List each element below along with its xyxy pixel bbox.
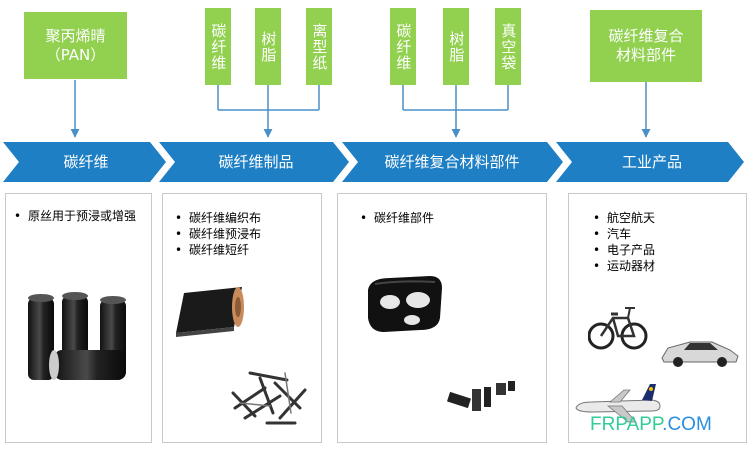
stage-label-4: 工业产品: [622, 153, 682, 171]
group1-carbon-fiber-box: 碳纤维: [205, 8, 231, 85]
watermark-part2: .COM: [662, 414, 712, 435]
list-item: 碳纤维编织布: [173, 210, 313, 226]
sports-car-image: [661, 341, 739, 367]
list-item: 航空航天: [591, 210, 731, 226]
carbon-fiber-spools-image: [28, 292, 126, 380]
stage-chevron-2: [159, 142, 349, 182]
list-item: 碳纤维短纤: [173, 242, 313, 258]
list-item: 原丝用于预浸或增强: [12, 208, 144, 224]
list-item: 碳纤维预浸布: [173, 226, 313, 242]
composite-part-box: 碳纤维复合 材料部件: [590, 10, 702, 82]
group2-resin-box: 树脂: [443, 8, 469, 85]
stage-chevron-3: [342, 142, 563, 182]
group1-resin-box: 树脂: [255, 8, 281, 85]
group2-carbon-fiber-box: 碳纤维: [390, 8, 416, 85]
list-item: 汽车: [591, 226, 731, 242]
airplane-image: [575, 384, 661, 423]
list-item: 碳纤维部件: [358, 210, 538, 226]
list-item: 运动器材: [591, 258, 731, 274]
group2-resin-label: 树脂: [447, 30, 466, 63]
watermark-logo: FRPAPP.COM: [590, 414, 712, 436]
group1-release-paper-label: 离型纸: [310, 22, 329, 71]
small-composite-parts-image: [446, 381, 515, 411]
stage-label-2: 碳纤维制品: [218, 153, 293, 171]
group2-connector: [402, 85, 509, 138]
carbon-composite-part-image: [368, 276, 442, 332]
watermark-part1: FRPAPP: [590, 414, 663, 435]
composite-part-label: 碳纤维复合 材料部件: [608, 27, 684, 64]
chopped-fiber-image: [231, 371, 307, 425]
group2-vacuum-bag-box: 真空袋: [495, 8, 521, 85]
group1-connector: [217, 85, 320, 138]
group1-carbon-fiber-label: 碳纤维: [209, 22, 228, 71]
list-item: 电子产品: [591, 242, 731, 258]
pan-label: 聚丙烯晴 （PAN）: [45, 26, 106, 64]
stage-chevron-4: [556, 142, 744, 182]
group2-vacuum-bag-label: 真空袋: [499, 22, 518, 71]
group1-release-paper-box: 离型纸: [306, 8, 332, 85]
carbon-fabric-roll-image: [176, 287, 244, 337]
stage-label-3: 碳纤维复合材料部件: [384, 153, 519, 171]
group1-resin-label: 树脂: [259, 30, 278, 63]
bicycle-image: [588, 307, 648, 350]
pan-box: 聚丙烯晴 （PAN）: [24, 12, 127, 79]
stage-label-1: 碳纤维: [63, 153, 108, 171]
stage-chevron-1: [3, 142, 166, 182]
group2-carbon-fiber-label: 碳纤维: [394, 22, 413, 71]
